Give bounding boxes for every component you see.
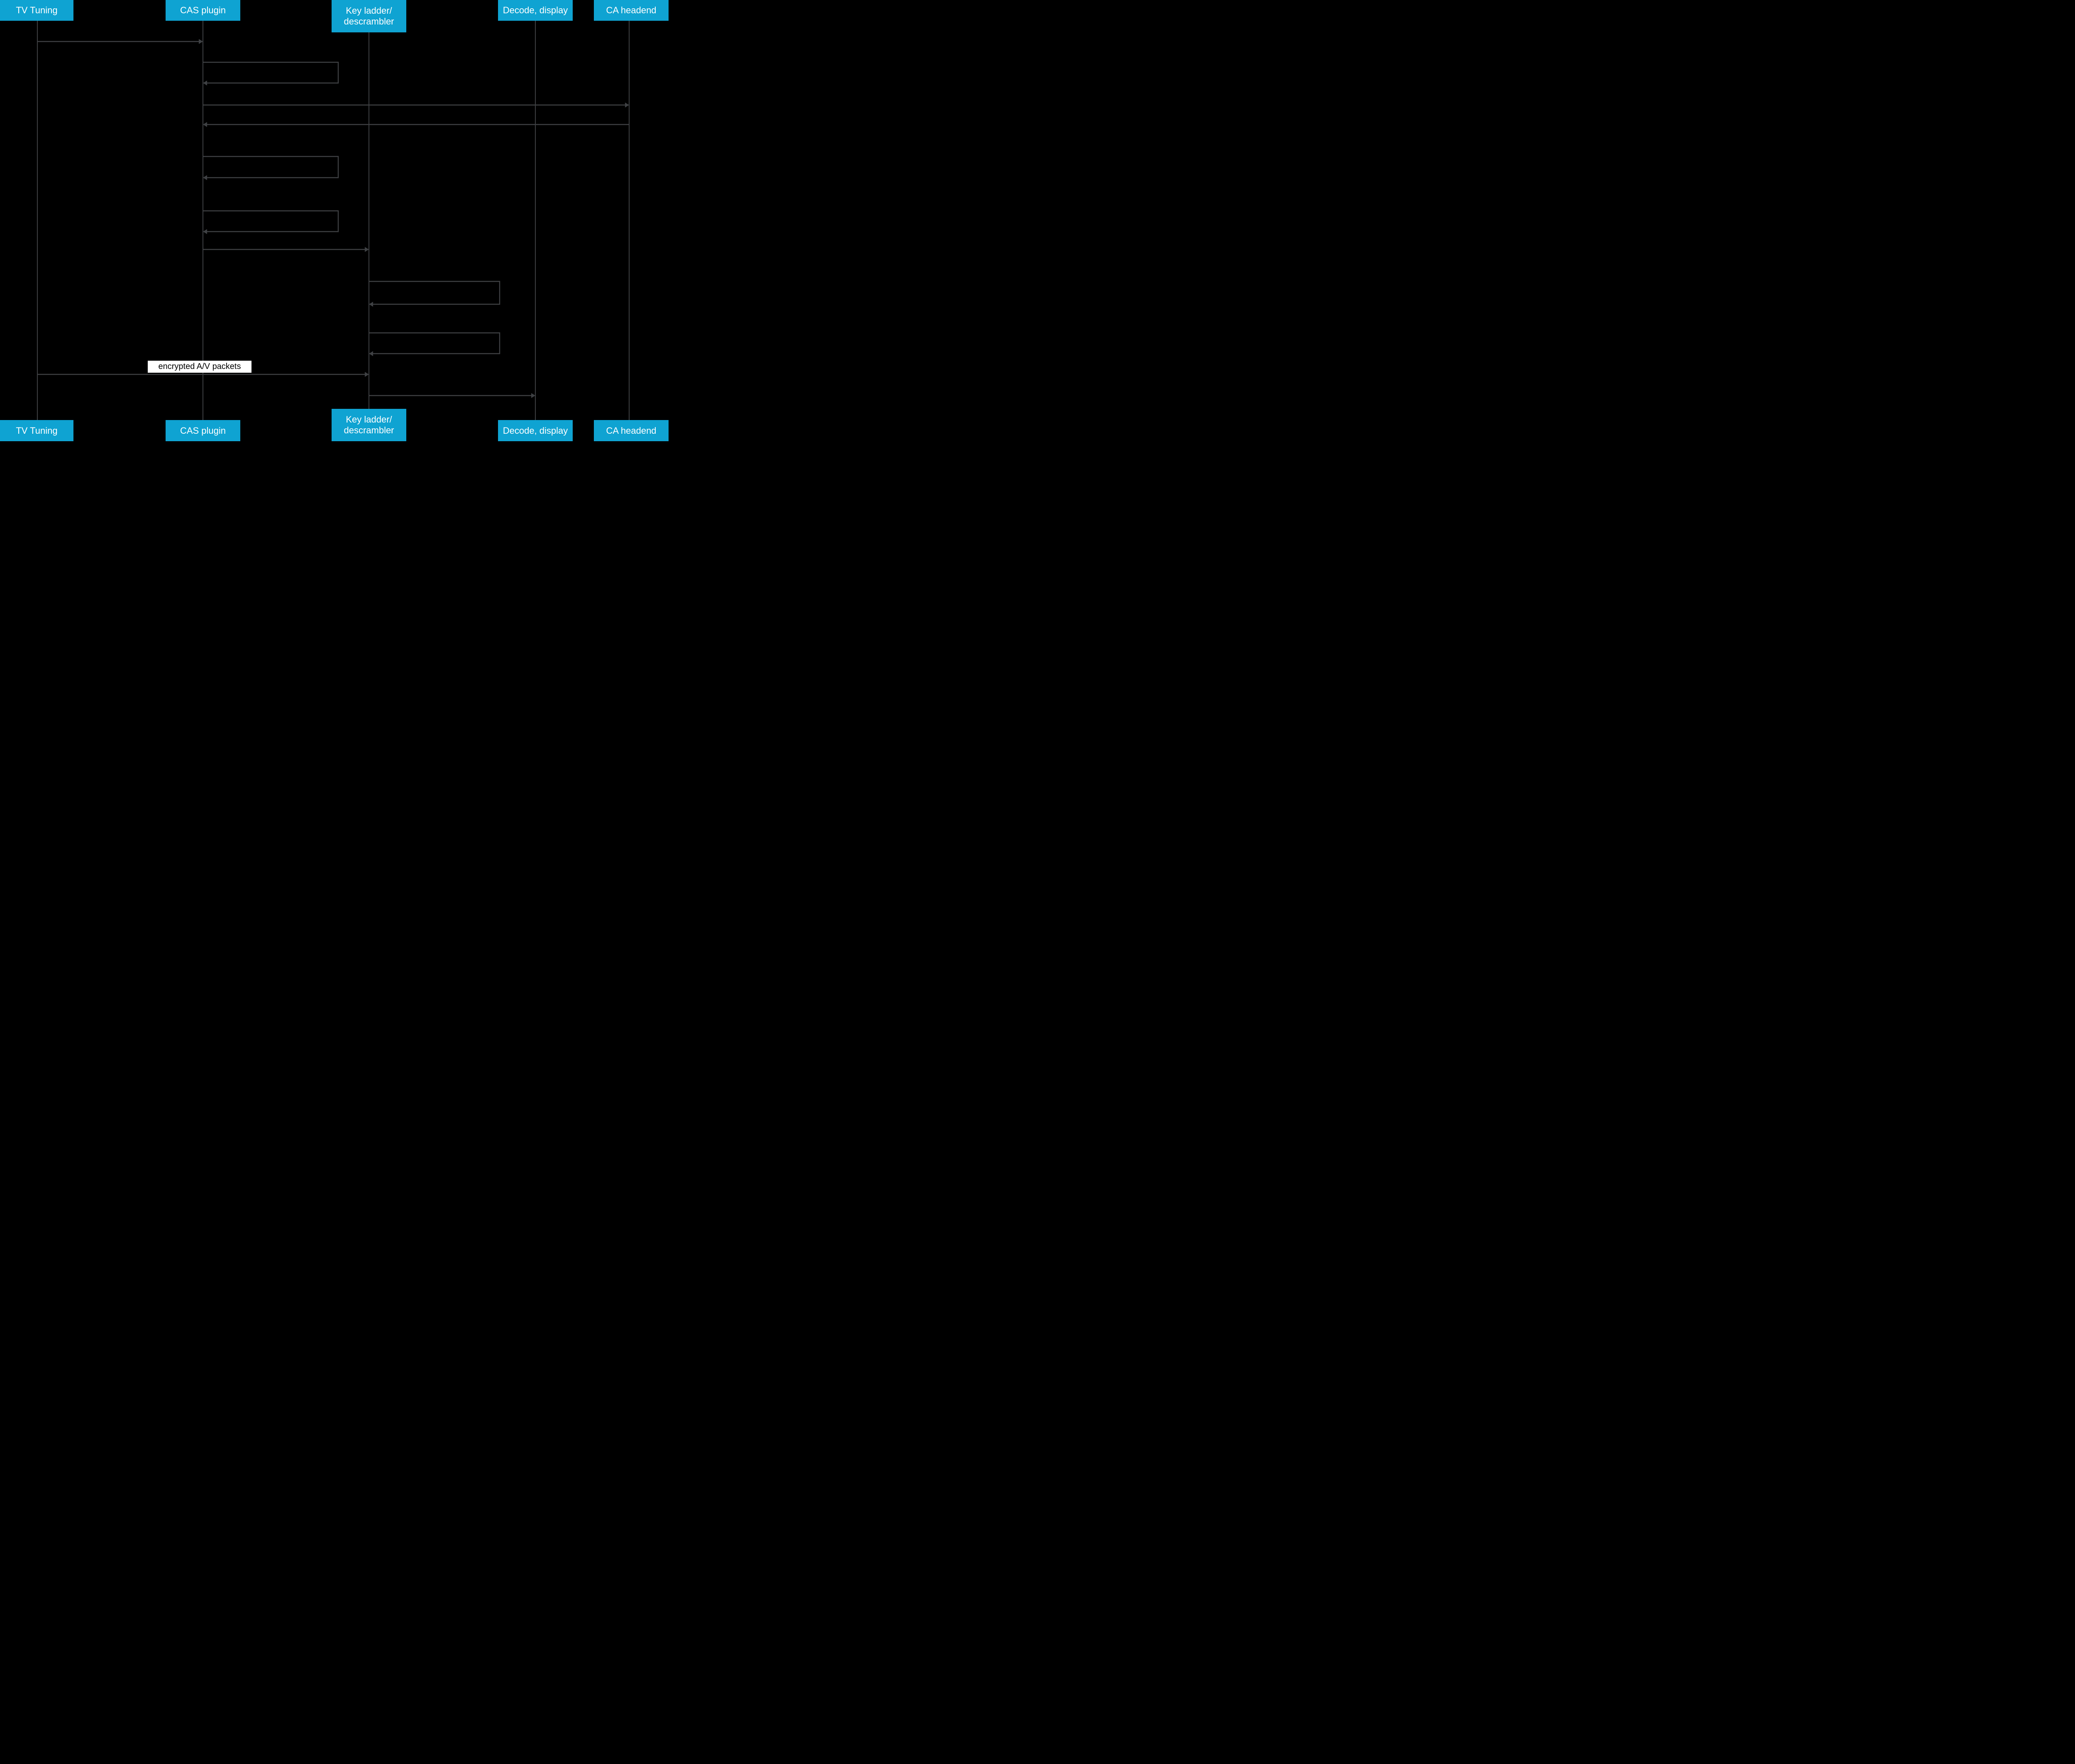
actor-bottom-decode-display: Decode, display [498,420,573,441]
sequence-diagram: TV Tuning CAS plugin Key ladder/ descram… [0,0,669,441]
self-message-cas-1 [203,61,339,86]
message-label-encrypted-av-packets: encrypted A/V packets [148,361,251,373]
self-message-cas-2 [203,156,339,180]
actor-bottom-cas-plugin: CAS plugin [166,420,240,441]
actor-top-ca-headend: CA headend [594,0,669,21]
self-message-key-ladder-2 [369,332,500,356]
actor-bottom-tv-tuning: TV Tuning [0,420,73,441]
self-message-key-ladder-1 [369,281,500,307]
actor-top-key-ladder: Key ladder/ descrambler [332,0,406,32]
message-arrow-tv-to-cas [37,39,203,44]
message-arrow-ca-headend-to-cas [203,122,629,127]
actor-top-decode-display: Decode, display [498,0,573,21]
actor-bottom-ca-headend: CA headend [594,420,669,441]
actor-bottom-key-ladder: Key ladder/ descrambler [332,409,406,441]
actor-top-cas-plugin: CAS plugin [166,0,240,21]
message-arrow-cas-to-ca-headend [203,103,629,108]
message-arrow-encrypted-av-packets [37,372,369,377]
message-arrow-key-ladder-to-decode [369,393,535,398]
diagram-wires [37,21,630,420]
self-message-cas-3 [203,210,339,234]
actor-top-tv-tuning: TV Tuning [0,0,73,21]
message-arrow-cas-to-key-ladder [203,247,369,252]
